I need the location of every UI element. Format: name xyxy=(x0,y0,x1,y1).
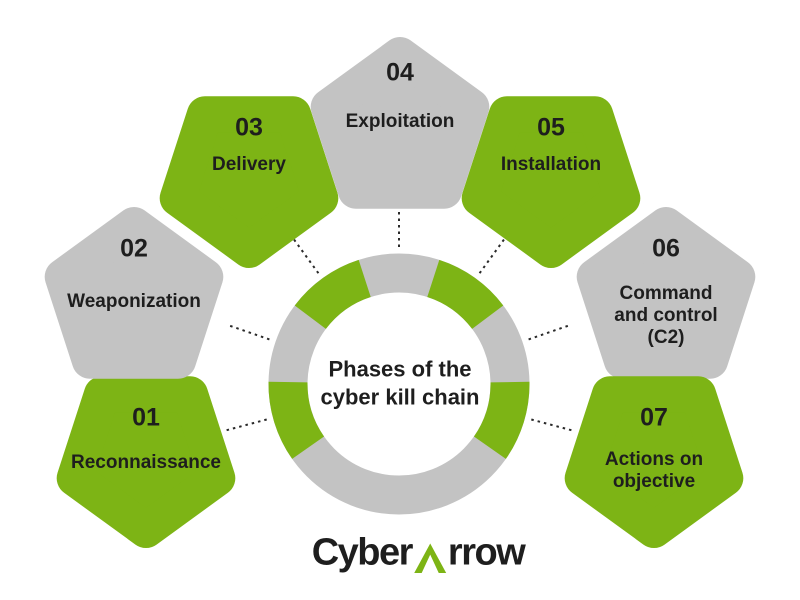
phase-02-number: 02 xyxy=(120,234,148,263)
connector-line-02 xyxy=(228,324,270,341)
ring-green-segment-upper-right xyxy=(426,259,504,330)
phase-02-label: Weaponization xyxy=(67,291,201,313)
phase-03-label: Delivery xyxy=(212,154,286,176)
pentagon-03-delivery xyxy=(159,96,339,268)
phase-04-number: 04 xyxy=(386,58,414,87)
connector-line-05 xyxy=(478,237,506,274)
ring-green-segment-upper-left xyxy=(294,259,372,330)
phase-05-number: 05 xyxy=(537,113,565,142)
phase-01-number: 01 xyxy=(132,403,160,432)
phase-05-label: Installation xyxy=(500,154,602,176)
phase-06-number: 06 xyxy=(652,234,680,263)
pentagon-05-installation xyxy=(461,96,641,268)
phase-04-label: Exploitation xyxy=(345,111,455,133)
ring-green-segment-lower-right xyxy=(473,381,530,459)
pentagon-01-reconnaissance xyxy=(56,376,236,548)
logo-text-suffix: rrow xyxy=(447,531,526,574)
green-arrow-a-icon xyxy=(414,543,447,574)
logo-text-prefix: Cyber xyxy=(311,531,414,574)
diagram-title: Phases of the cyber kill chain xyxy=(320,356,480,410)
cyberarrow-logo: Cyber rrow xyxy=(311,531,526,575)
phase-07-number: 07 xyxy=(640,403,668,432)
phase-06-label: Command and control (C2) xyxy=(614,283,718,348)
connector-line-03 xyxy=(292,237,320,274)
phase-03-number: 03 xyxy=(235,113,263,142)
phase-01-label: Reconnaissance xyxy=(71,452,221,474)
connector-line-07 xyxy=(531,418,574,432)
pentagon-07-actions-on-objective xyxy=(564,376,744,548)
pentagon-06-command-and-control xyxy=(576,207,756,379)
pentagon-04-exploitation xyxy=(310,37,490,209)
phase-07-label: Actions on objective xyxy=(604,449,704,492)
pentagon-02-weaponization xyxy=(44,207,224,379)
connector-line-01 xyxy=(224,418,267,432)
ring-green-segment-lower-left xyxy=(268,381,325,459)
connector-line-06 xyxy=(528,324,570,341)
